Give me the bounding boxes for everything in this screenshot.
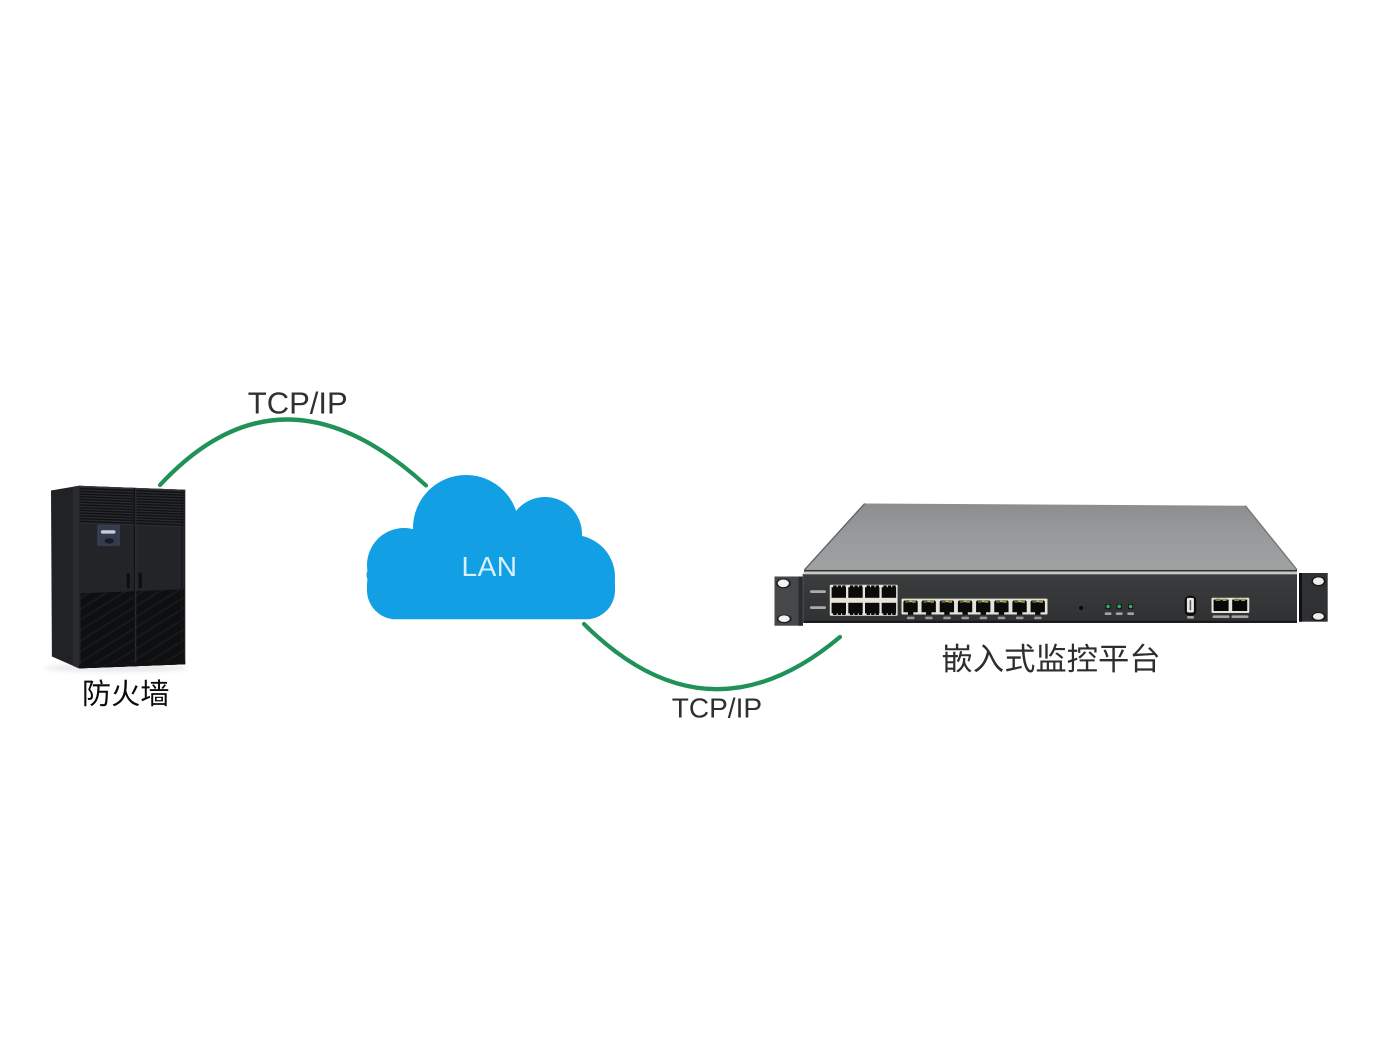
svg-text:TCP/IP: TCP/IP xyxy=(248,386,348,421)
svg-text:LAN: LAN xyxy=(462,551,518,582)
svg-text:TCP/IP: TCP/IP xyxy=(672,693,762,724)
